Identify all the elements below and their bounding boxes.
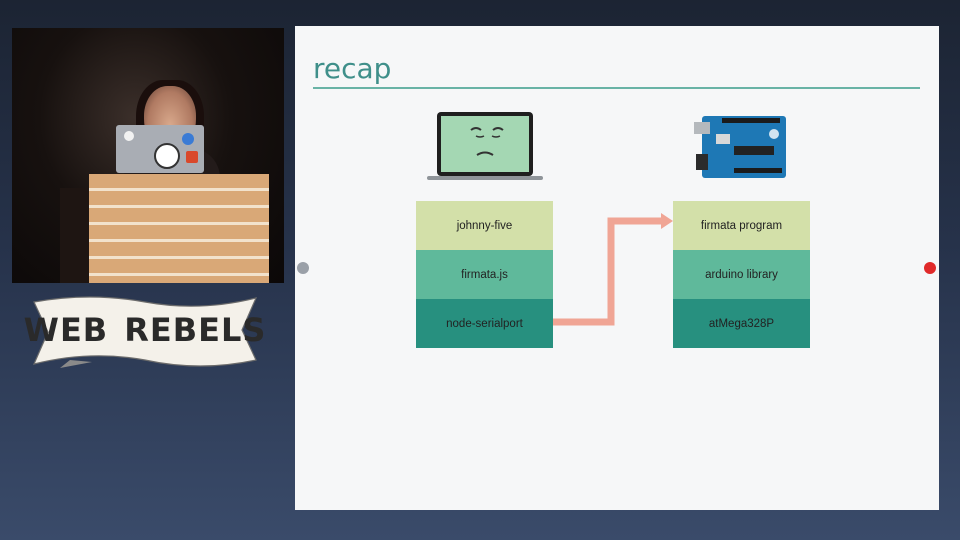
stack-layer-firmata-js: firmata.js	[416, 250, 553, 299]
stack-layer-atmega328p: atMega328P	[673, 299, 810, 348]
laptop-face-icon	[427, 112, 543, 180]
speaker-video	[12, 28, 284, 283]
presentation-slide: recap johnny-five firmata.js node-serial…	[295, 26, 939, 510]
speaker-laptop	[116, 125, 204, 173]
banner-word-rebels: REBELS	[124, 311, 267, 349]
podium-side	[60, 188, 90, 283]
banner-text: WEB REBELS	[24, 290, 266, 370]
title-divider	[313, 87, 920, 89]
slide-title: recap	[313, 52, 392, 85]
laptop-sticker	[182, 133, 194, 145]
hardware-stack: firmata program arduino library atMega32…	[673, 201, 810, 348]
clock-sticker	[154, 143, 180, 169]
data-flow-arrow	[553, 213, 673, 326]
stack-layer-node-serialport: node-serialport	[416, 299, 553, 348]
arduino-board-icon	[694, 116, 786, 178]
stack-layer-johnny-five: johnny-five	[416, 201, 553, 250]
wooden-podium	[89, 174, 269, 283]
software-stack: johnny-five firmata.js node-serialport	[416, 201, 553, 348]
next-slide-icon[interactable]	[924, 262, 936, 274]
banner-ribbon	[32, 296, 258, 368]
stack-layer-firmata-program: firmata program	[673, 201, 810, 250]
web-rebels-logo: WEB REBELS	[24, 290, 266, 370]
stack-layer-arduino-library: arduino library	[673, 250, 810, 299]
laptop-sticker	[186, 151, 198, 163]
prev-slide-icon[interactable]	[297, 262, 309, 274]
banner-word-web: WEB	[23, 311, 109, 349]
laptop-sticker	[124, 131, 134, 141]
